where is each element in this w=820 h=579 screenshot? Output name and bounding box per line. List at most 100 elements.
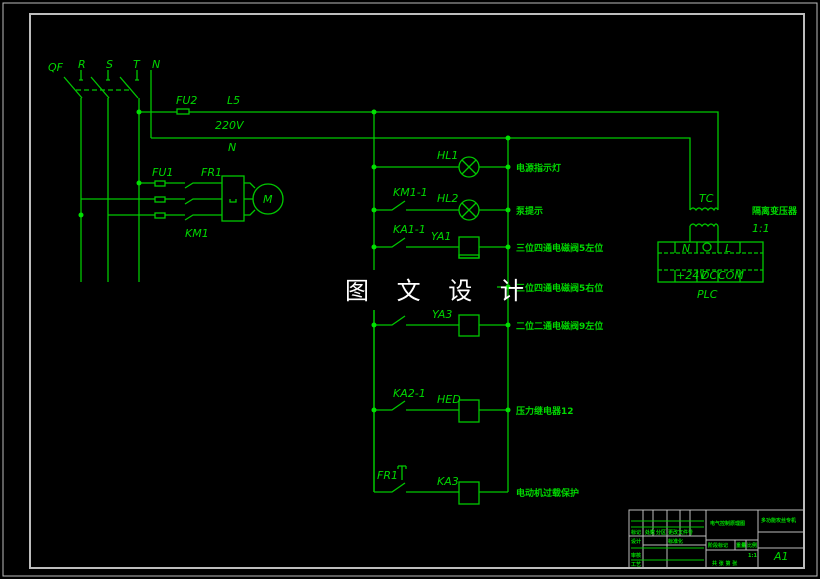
contact-label: KA1-1 <box>393 223 426 236</box>
neutral-line-label: N <box>228 141 236 154</box>
device-label: YA1 <box>431 230 451 243</box>
plc-terminal-block <box>657 241 764 283</box>
title-block-grid-right <box>705 510 804 568</box>
ground-icon <box>702 242 712 252</box>
title-block: 电气控制原理图 多功能攻丝专机 标记 处数 分区 更改文件号 设计 标准化 审核… <box>628 509 805 569</box>
rung-hl2: KM1-1 HL2 泵提示 <box>371 186 543 221</box>
plc-terminal-dividers <box>674 242 741 282</box>
transformer-leads <box>689 226 719 242</box>
weight-label: 重量 <box>736 542 746 549</box>
rung-hl1: HL1 电源指示灯 <box>371 149 561 178</box>
device-label: HL2 <box>437 192 458 205</box>
junction-dot <box>505 407 511 413</box>
stage-label: 阶段标记 <box>708 542 728 549</box>
fuse-fu1-c <box>154 212 166 219</box>
rung-wire <box>374 200 508 211</box>
rung-wire <box>374 237 508 248</box>
voltage-label: 220V <box>215 119 245 132</box>
motor-leads <box>244 182 256 216</box>
row-label-zone: 分区 <box>656 529 666 536</box>
device-label: KA3 <box>437 475 459 488</box>
row-label-mark: 标记 <box>630 529 641 536</box>
fuse-fu1-a <box>154 180 166 187</box>
transformer-name: 隔离变压器 <box>752 205 798 217</box>
breaker-label: QF <box>48 61 64 74</box>
junction-dot <box>371 244 377 250</box>
thermal-element <box>229 199 237 203</box>
fuse-fu1-label: FU1 <box>152 166 173 179</box>
fuse-fu1-b <box>154 196 166 203</box>
junction-dot <box>505 322 511 328</box>
motor-circuit: M FU1 FR1 KM1 <box>78 166 284 240</box>
junction-dot <box>371 164 377 170</box>
rung-ya1: KA1-1 YA1 三位四通电磁阀5左位 <box>371 223 603 259</box>
plc-terminal-dc: DC <box>701 269 717 282</box>
transformer-plc: TC 隔离变压器 1:1 N L +24V DC COM PLC <box>657 192 798 301</box>
transformer-ratio: 1:1 <box>752 222 770 235</box>
lamp-cross <box>461 159 477 175</box>
line-neutral <box>151 137 691 210</box>
rung-description: 二位二通电磁阀9左位 <box>516 320 603 332</box>
lamp-hl2 <box>458 199 480 221</box>
rung-ya2: 三位四通电磁阀5右位 <box>458 254 603 294</box>
fuse-fu2 <box>176 108 190 115</box>
designer-label: 设计 <box>631 538 641 545</box>
motor-label: M <box>263 193 273 206</box>
control-ladder: HL1 电源指示灯 KM1-1 HL2 泵提示 KA1-1 YA1 三位四通电磁… <box>335 109 603 505</box>
phase-t-label: T <box>133 58 141 71</box>
title-block-green-rules <box>631 520 704 561</box>
plc-terminal-l: L <box>725 242 731 255</box>
rung-hed: KA2-1 HED 压力继电器12 <box>371 387 574 423</box>
rung-description: 三位四通电磁阀5右位 <box>516 282 603 294</box>
junction-dot <box>371 322 377 328</box>
scale-label: 比例 <box>747 542 757 549</box>
junction-dot <box>505 207 511 213</box>
phase-s-label: S <box>106 58 113 71</box>
process-label: 工艺 <box>631 561 641 568</box>
contact-label: KA2-1 <box>393 387 426 400</box>
drawing-title: 多功能攻丝专机 <box>761 517 796 524</box>
phase-terminal-markers <box>79 70 139 81</box>
watermark-text: 图 文 设 计 <box>345 277 534 305</box>
km1-contacts <box>184 182 222 221</box>
plc-terminal-com: COM <box>718 269 744 282</box>
breaker-blades <box>63 76 139 99</box>
coil-ya3 <box>458 314 480 337</box>
junction-dot <box>505 244 511 250</box>
plc-terminal-24v: +24V <box>676 269 708 282</box>
device-label: YA3 <box>432 308 452 321</box>
rung-ya3: YA3 二位二通电磁阀9左位 <box>371 308 603 492</box>
scale-value: 1:1 <box>748 553 757 559</box>
lamp-hl1 <box>458 156 480 178</box>
sheet-size: A1 <box>773 550 789 563</box>
contact-label: KM1-1 <box>393 186 428 199</box>
drawing-name: 电气控制原理图 <box>710 520 745 527</box>
junction-dot <box>505 135 511 141</box>
fuse-fu2-label: FU2 <box>176 94 197 107</box>
junction-dot <box>371 207 377 213</box>
junction-dot <box>371 109 377 115</box>
device-label: HL1 <box>437 149 458 162</box>
phase-r-label: R <box>78 58 86 71</box>
standard-label: 标准化 <box>667 538 683 545</box>
plc-label: PLC <box>697 288 718 301</box>
review-label: 审核 <box>631 552 641 559</box>
junction-dot <box>136 180 142 186</box>
junction-dot <box>505 164 511 170</box>
inner-frame <box>29 13 805 569</box>
neutral-label: N <box>152 58 160 71</box>
plc-dashed-rows <box>658 252 763 271</box>
coil-ka3 <box>458 481 480 505</box>
fuse-out-lines <box>165 182 185 216</box>
thermal-relay-fr1 <box>221 175 245 222</box>
coil-hed <box>458 399 480 423</box>
contactor-label: KM1 <box>185 227 209 240</box>
title-block-grid-left <box>629 510 706 568</box>
rung-description: 电源指示灯 <box>516 162 561 174</box>
thermal-relay-label: FR1 <box>201 166 222 179</box>
thermal-contact-actuator <box>397 465 407 480</box>
junction-dot <box>505 284 511 290</box>
rung-wire <box>374 400 508 411</box>
